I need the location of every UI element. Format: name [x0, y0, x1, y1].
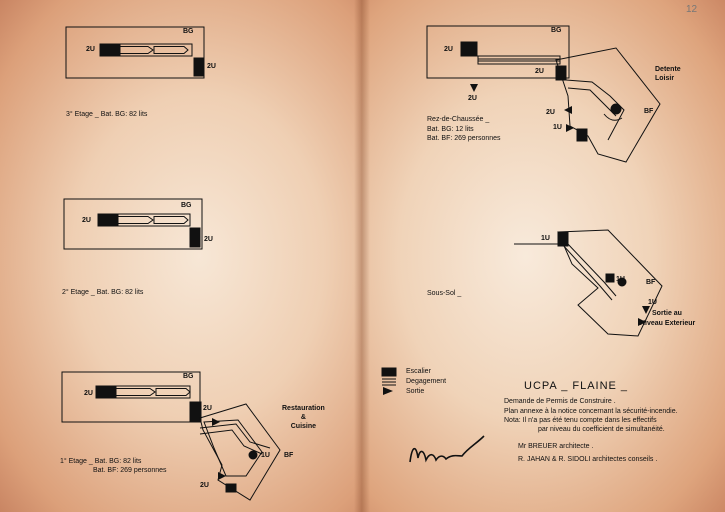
plan-ground-floor	[426, 25, 661, 163]
note-line1: Demande de Permis de Construire .	[504, 398, 616, 405]
note-line2: Plan annexe à la notice concernant la sé…	[504, 408, 678, 415]
plan-2nd-floor	[63, 198, 203, 250]
legend-stair-label: Escalier	[406, 368, 431, 375]
plan1-stair-left: 2U	[84, 390, 93, 397]
plan2-caption: 2° Etage _ Bat. BG: 82 lits	[62, 289, 144, 296]
legend-corridor-label: Degagement	[406, 378, 447, 385]
plan1-room-label: Restauration & Cuisine	[282, 405, 325, 431]
legend-exit-label: Sortie	[406, 388, 425, 395]
note-line3: Nota: Il n'a pas été tenu compte dans le…	[504, 417, 657, 424]
rdc-room-line2: Loisir	[655, 74, 675, 82]
plan1-block-label: BG	[183, 373, 194, 380]
rdc-wing-unit-b: 1U	[553, 124, 562, 131]
plan3-stair-right: 2U	[207, 63, 216, 70]
page-fold	[354, 0, 370, 512]
plan1-caption-line2: Bat. BF: 269 personnes	[93, 467, 167, 474]
ss-exit-line2: Niveau Exterieur	[640, 320, 696, 327]
plan1-room-line2: &	[300, 413, 306, 421]
plan3-stair-left: 2U	[86, 46, 95, 53]
right-page	[362, 0, 725, 512]
plan3-block-label: BG	[183, 28, 194, 35]
document-title: UCPA _ FLAINE _	[524, 380, 629, 392]
plan1-wing-label: BF	[284, 452, 294, 459]
architect-credit: Mr BREUER architecte .	[518, 443, 594, 450]
note-line4: par niveau du coefficient de simultanéit…	[538, 426, 665, 433]
plan2-block-label: BG	[181, 202, 192, 209]
legend-exit-icon	[383, 387, 393, 395]
ss-exit-label: Sortie au	[652, 310, 682, 319]
page-number: 12	[686, 4, 698, 15]
plan1-stair-right: 2U	[203, 405, 212, 412]
ss-unit-exit: 1U	[648, 299, 657, 306]
rdc-exit-unit: 2U	[468, 95, 477, 102]
plan1-wing-unit: 1U	[261, 452, 270, 459]
rdc-block-label: BG	[551, 27, 562, 34]
rdc-caption-line3: Bat. BF: 269 personnes	[427, 135, 501, 142]
rdc-caption-line1: Rez-de-Chaussée _	[427, 116, 490, 123]
plan-1st-floor	[61, 371, 281, 501]
ss-wing-label: BF	[646, 279, 656, 286]
ss-caption: Sous-Sol _	[427, 290, 462, 297]
legend-corridor-icon	[382, 378, 396, 386]
ss-unit-mid: 1U	[616, 276, 625, 283]
plan2-stair-right: 2U	[204, 236, 213, 243]
advisors-credit: R. JAHAN & R. SIDOLI architectes conseil…	[518, 456, 658, 463]
rdc-room-line1: Detente	[655, 66, 681, 73]
plan1-caption-line1: 1° Etage _ Bat. BG: 82 lits	[60, 458, 142, 465]
rdc-stair-left: 2U	[444, 46, 453, 53]
plan1-bottom-unit: 2U	[200, 482, 209, 489]
plan1-room-line3: Cuisine	[290, 422, 317, 430]
rdc-caption-line2: Bat. BG: 12 lits	[427, 126, 474, 133]
left-page	[0, 0, 362, 512]
plan3-caption: 3° Etage _ Bat. BG: 82 lits	[66, 111, 148, 118]
plan1-room-line1: Restauration	[282, 405, 325, 412]
rdc-wing-label: BF	[644, 108, 654, 115]
rdc-wing-unit-a: 2U	[546, 109, 555, 116]
ss-unit-top: 1U	[541, 235, 550, 242]
plan2-stair-left: 2U	[82, 217, 91, 224]
rdc-stair-right: 2U	[535, 68, 544, 75]
handwritten-signature	[409, 435, 485, 463]
legend-stair-icon	[381, 367, 397, 377]
plan-basement	[514, 229, 663, 337]
exit-arrows	[212, 84, 650, 480]
plan-3rd-floor	[65, 26, 205, 79]
rdc-room-label: Detente Loisir	[655, 66, 681, 84]
ss-exit-line1: Sortie au	[652, 310, 682, 317]
